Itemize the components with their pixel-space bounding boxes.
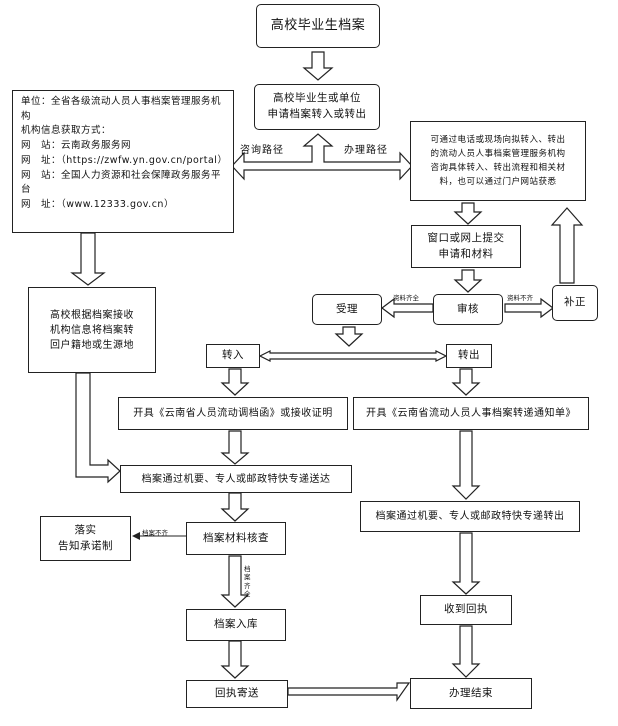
handle-desc-line-3: 咨询具体转入、转出流程和相关材 <box>430 163 566 173</box>
arrow-double-paths <box>231 133 413 181</box>
arrow-receipt-to-finish <box>451 625 481 678</box>
receipt-box: 收到回执 <box>420 595 512 625</box>
supplement-text: 补正 <box>564 296 586 309</box>
handle-desc-line-4: 料，也可以通过门户网站获悉 <box>439 177 557 188</box>
implement-line-1: 落实 <box>74 523 97 536</box>
arrow-issuein-to-send <box>220 430 250 465</box>
review-box: 审核 <box>433 294 503 325</box>
arrow-sendout-to-receipt <box>451 532 481 595</box>
info-box: 单位：全省各级流动人员人事档案管理服务机构 机构信息获取方式： 网 站：云南政务… <box>12 90 234 233</box>
info-line-2: 机构信息获取方式： <box>21 125 112 137</box>
check-box: 档案材料核查 <box>186 522 286 555</box>
apply-line-1: 高校毕业生或单位 <box>273 92 361 105</box>
arrow-issueout-to-sendout <box>451 430 481 500</box>
accept-text: 受理 <box>336 302 358 315</box>
transfer-out-text: 转出 <box>458 349 480 362</box>
arrow-school-to-send <box>75 372 121 484</box>
archive-complete-char-3: 齐 <box>244 581 251 590</box>
implement-line-2: 告知承诺制 <box>58 539 113 552</box>
info-line-6: 网 址：（www.12333.gov.cn） <box>21 199 174 211</box>
send-in-box: 档案通过机要、专人或邮政特快专递送达 <box>120 465 352 493</box>
school-line-3: 回户籍地或生源地 <box>50 339 134 351</box>
transfer-out-box: 转出 <box>446 344 492 368</box>
arrow-supplement-up <box>550 207 584 284</box>
arrow-submit-to-review <box>453 269 483 293</box>
send-out-text: 档案通过机要、专人或邮政特快专递转出 <box>375 511 565 522</box>
handle-desc-line-2: 的流动人员人事档案管理服务机构 <box>430 148 566 159</box>
arrow-title-to-apply <box>302 51 334 81</box>
archive-complete-char-1: 档 <box>244 565 251 573</box>
archive-incomplete-label: 档案不齐 <box>142 529 168 537</box>
send-in-text: 档案通过机要、专人或邮政特快专递送达 <box>141 473 331 485</box>
school-line-2: 机构信息将档案转 <box>50 324 134 336</box>
title-box: 高校毕业生档案 <box>256 4 380 48</box>
arrow-info-to-school <box>70 232 106 286</box>
submit-line-2: 申请和材料 <box>438 247 494 260</box>
implement-box: 落实 告知承诺制 <box>40 516 131 561</box>
store-box: 档案入库 <box>186 609 286 641</box>
handle-desc-box: 可通过电话或现场向拟转入、转出 的流动人员人事档案管理服务机构 咨询具体转入、转… <box>410 121 586 201</box>
arrow-mail-to-finish <box>287 682 411 702</box>
arrow-store-to-mail <box>220 640 250 679</box>
issue-in-text: 开具《云南省人员流动调档函》或接收证明 <box>133 408 333 419</box>
complete-label: 资料齐全 <box>393 294 419 302</box>
arrow-review-to-accept <box>381 297 434 319</box>
transfer-in-text: 转入 <box>222 349 244 362</box>
submit-box: 窗口或网上提交 申请和材料 <box>411 225 521 268</box>
archive-complete-char-4: 全 <box>244 590 251 599</box>
submit-line-1: 窗口或网上提交 <box>427 231 505 244</box>
supplement-box: 补正 <box>552 285 598 321</box>
issue-in-box: 开具《云南省人员流动调档函》或接收证明 <box>118 397 348 430</box>
accept-box: 受理 <box>312 294 382 325</box>
receipt-text: 收到回执 <box>444 603 488 616</box>
info-line-1: 单位：全省各级流动人员人事档案管理服务机构 <box>21 96 222 122</box>
store-text: 档案入库 <box>214 618 258 631</box>
arrow-accept-to-split <box>334 326 364 347</box>
apply-line-2: 申请档案转入或转出 <box>267 108 367 120</box>
send-out-box: 档案通过机要、专人或邮政特快专递转出 <box>360 501 580 532</box>
arrow-out-to-issue <box>451 368 481 396</box>
arrow-desc-to-submit <box>453 202 483 225</box>
check-text: 档案材料核查 <box>203 531 269 544</box>
archive-complete-char-2: 案 <box>244 573 251 582</box>
school-forward-box: 高校根据档案接收 机构信息将档案转 回户籍地或生源地 <box>28 287 156 373</box>
review-text: 审核 <box>457 302 479 315</box>
arrow-check-to-store <box>220 555 250 608</box>
school-line-1: 高校根据档案接收 <box>50 309 134 321</box>
transfer-in-box: 转入 <box>206 344 260 368</box>
apply-box: 高校毕业生或单位 申请档案转入或转出 <box>254 84 380 130</box>
issue-out-box: 开具《云南省流动人员人事档案转递通知单》 <box>353 397 589 430</box>
handle-desc-line-1: 可通过电话或现场向拟转入、转出 <box>430 134 566 145</box>
arrow-in-to-issue <box>220 368 250 396</box>
info-line-5: 网 站：全国人力资源和社会保障政务服务平台 <box>21 169 222 196</box>
info-line-3: 网 站：云南政务服务网 <box>21 140 132 152</box>
mail-back-text: 回执寄送 <box>215 687 259 700</box>
handle-path-label: 办理路径 <box>344 145 388 156</box>
arrow-review-to-supplement <box>504 297 554 319</box>
finish-box: 办理结束 <box>410 678 532 709</box>
info-line-4: 网 址：（https://zwfw.yn.gov.cn/portal） <box>21 154 228 166</box>
finish-text: 办理结束 <box>449 686 493 699</box>
arrow-send-to-check <box>220 492 250 522</box>
title-text: 高校毕业生档案 <box>270 18 366 34</box>
mail-back-box: 回执寄送 <box>186 680 288 708</box>
arrow-double-in-out <box>258 350 448 362</box>
incomplete-label: 资料不齐 <box>507 294 533 302</box>
archive-complete-label: 档 案 齐 全 <box>244 565 251 599</box>
consult-path-label: 咨询路径 <box>240 145 284 156</box>
issue-out-text: 开具《云南省流动人员人事档案转递通知单》 <box>366 408 576 419</box>
